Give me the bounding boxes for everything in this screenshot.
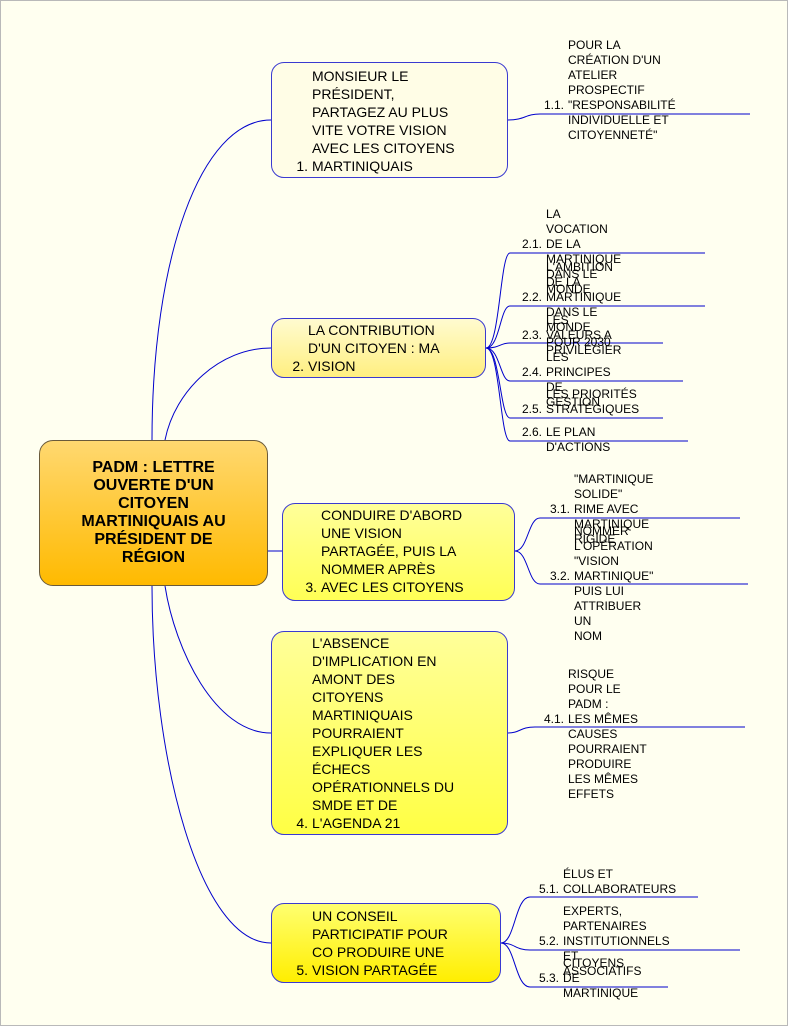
branch-topic-4[interactable]: L'ABSENCE D'IMPLICATION EN AMONT DES CIT… bbox=[271, 631, 508, 835]
branch-topic-5[interactable]: UN CONSEIL PARTICIPATIF POUR CO PRODUIRE… bbox=[271, 903, 501, 983]
connector-subtopic-1-1 bbox=[507, 113, 750, 121]
connector-subtopic-5-3 bbox=[500, 942, 668, 988]
branch-3-number: 3. bbox=[305, 579, 317, 595]
subtopic-3-2-text: NOMMER L'OPÉRATION "VISION MARTINIQUE" P… bbox=[574, 524, 654, 643]
subtopic-1-1-text: POUR LA CRÉATION D'UN ATELIER PROSPECTIF… bbox=[568, 38, 676, 142]
connector-subtopic-2-2 bbox=[485, 305, 705, 349]
branch-4-number: 4. bbox=[296, 815, 308, 831]
connector-subtopic-2-1 bbox=[485, 252, 705, 349]
central-line: PADM : LETTRE bbox=[92, 459, 215, 476]
subtopic-2-3-text: LES VALEURS A PRIVILÉGIER bbox=[546, 313, 622, 357]
branch-topic-2[interactable]: LA CONTRIBUTION D'UN CITOYEN : MA VISION… bbox=[271, 318, 486, 378]
subtopic-2-4-number: 2.4. bbox=[521, 365, 542, 379]
connector-subtopic-5-2 bbox=[500, 942, 740, 951]
connector-subtopic-2-6 bbox=[485, 347, 688, 442]
subtopic-2-2-text: L'AMBITION DE LA MARTINIQUE DANS LE MOND… bbox=[546, 260, 622, 349]
connector-subtopic-3-1 bbox=[514, 517, 740, 552]
connector-branch-1 bbox=[151, 119, 272, 441]
subtopic-4-1-number: 4.1. bbox=[543, 712, 564, 726]
central-line: MARTINIQUAIS AU bbox=[81, 513, 226, 530]
central-topic-text: PADM : LETTRE OUVERTE D'UN CITOYEN MARTI… bbox=[81, 459, 225, 567]
subtopic-4-1-text: RISQUE POUR LE PADM : LES MÊMES CAUSES P… bbox=[568, 667, 647, 801]
subtopic-2-1-number: 2.1. bbox=[521, 237, 542, 251]
branch-5-number: 5. bbox=[296, 962, 308, 978]
subtopic-5-1-number: 5.1. bbox=[538, 882, 559, 896]
subtopic-2-2-number: 2.2. bbox=[521, 290, 542, 304]
branch-2-number: 2. bbox=[292, 358, 304, 374]
branch-2-text: LA CONTRIBUTION D'UN CITOYEN : MA VISION bbox=[308, 322, 440, 374]
central-line: RÉGION bbox=[121, 549, 186, 566]
central-line: PRÉSIDENT DE bbox=[94, 531, 213, 548]
branch-3-text: CONDUIRE D'ABORD UNE VISION PARTAGÉE, PU… bbox=[321, 507, 464, 595]
subtopic-2-6-number: 2.6. bbox=[521, 425, 542, 439]
branch-topic-1[interactable]: MONSIEUR LE PRÉSIDENT, PARTAGEZ AU PLUS … bbox=[271, 62, 508, 178]
subtopic-2-5-text: LES PRIORITÉS STRATÉGIQUES bbox=[546, 387, 640, 416]
connector-branch-5 bbox=[151, 585, 272, 944]
branch-1-text: MONSIEUR LE PRÉSIDENT, PARTAGEZ AU PLUS … bbox=[312, 68, 455, 174]
subtopic-5-1-text: ÉLUS ET COLLABORATEURS bbox=[563, 867, 677, 896]
subtopic-2-6-text: LE PLAN D'ACTIONS bbox=[546, 425, 611, 454]
central-line: OUVERTE D'UN bbox=[93, 477, 214, 494]
subtopic-2-3-number: 2.3. bbox=[521, 328, 542, 342]
subtopic-5-2-text: EXPERTS, PARTENAIRES INSTITUTIONNELS ET … bbox=[563, 904, 670, 978]
connector-subtopic-2-4 bbox=[485, 347, 683, 382]
branch-5-text: UN CONSEIL PARTICIPATIF POUR CO PRODUIRE… bbox=[312, 908, 448, 978]
subtopic-2-5-number: 2.5. bbox=[521, 402, 542, 416]
subtopic-3-1-text: "MARTINIQUE SOLIDE" RIME AVEC MARTINIQUE… bbox=[574, 472, 654, 546]
connector-subtopic-5-1 bbox=[500, 896, 698, 944]
subtopic-3-1-number: 3.1. bbox=[549, 502, 570, 516]
subtopic-3-2-number: 3.2. bbox=[549, 569, 570, 583]
subtopic-2-1-text: LA VOCATION DE LA MARTINIQUE DANS LE MON… bbox=[546, 207, 622, 296]
connector-subtopic-4-1 bbox=[507, 726, 745, 734]
subtopic-5-2-number: 5.2. bbox=[538, 934, 559, 948]
central-line: CITOYEN bbox=[118, 495, 189, 512]
connector-subtopic-2-3 bbox=[485, 342, 663, 349]
connector-subtopic-3-2 bbox=[514, 550, 748, 585]
branch-topic-3[interactable]: CONDUIRE D'ABORD UNE VISION PARTAGÉE, PU… bbox=[282, 503, 515, 601]
subtopic-1-1-number: 1.1. bbox=[543, 98, 564, 112]
branch-4-text: L'ABSENCE D'IMPLICATION EN AMONT DES CIT… bbox=[312, 635, 455, 831]
connector-branch-4 bbox=[164, 585, 272, 734]
central-topic[interactable]: PADM : LETTRE OUVERTE D'UN CITOYEN MARTI… bbox=[39, 440, 268, 586]
connector-branch-2 bbox=[164, 347, 272, 441]
branch-1-number: 1. bbox=[296, 158, 308, 174]
subtopic-5-3-text: CITOYENS DE MARTINIQUE bbox=[563, 956, 639, 1000]
subtopic-5-3-number: 5.3. bbox=[538, 971, 559, 985]
subtopic-2-4-text: LES PRINCIPES DE GESTION bbox=[546, 350, 611, 409]
